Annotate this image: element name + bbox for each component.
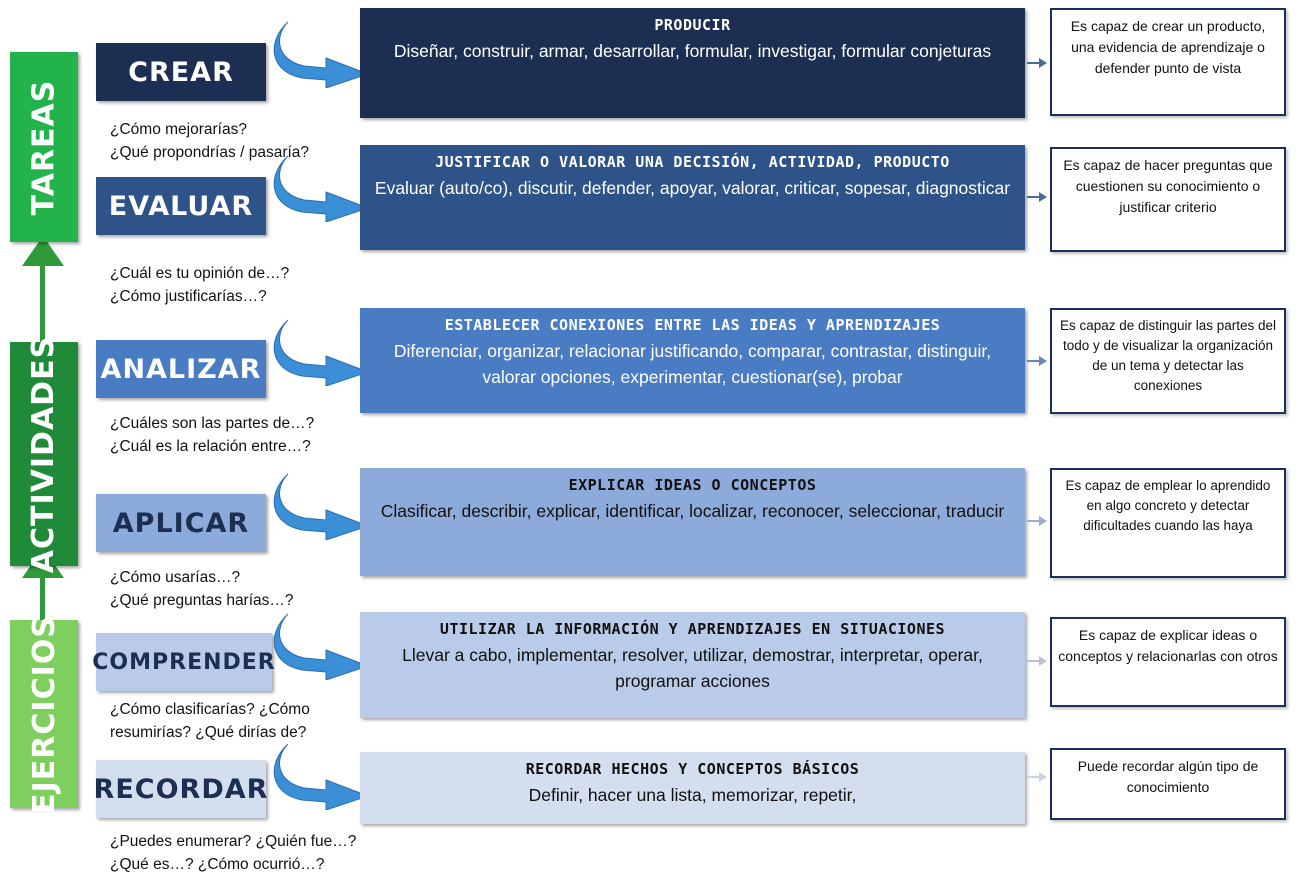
category-actividades: ACTIVIDADES (10, 335, 78, 573)
level-box-crear: PRODUCIR Diseñar, construir, armar, desa… (360, 8, 1025, 118)
level-box-title: ESTABLECER CONEXIONES ENTRE LAS IDEAS Y … (444, 316, 941, 334)
level-box-verbs: Diseñar, construir, armar, desarrollar, … (393, 41, 992, 61)
right-arrow-icon (1027, 356, 1047, 366)
curved-arrow-icon (273, 473, 370, 540)
category-label: TAREAS (26, 79, 62, 215)
level-box-title: RECORDAR HECHOS Y CONCEPTOS BÁSICOS (525, 760, 860, 778)
level-box-analizar: ESTABLECER CONEXIONES ENTRE LAS IDEAS Y … (360, 308, 1025, 413)
outcome-box: Puede recordar algún tipo de conocimient… (1050, 748, 1286, 820)
outcome-box: Es capaz de crear un producto, una evide… (1050, 8, 1286, 116)
level-questions: ¿Cuáles son las partes de…? ¿Cuál es la … (110, 415, 315, 455)
level-box-verbs: Diferenciar, organizar, relacionar justi… (393, 341, 992, 387)
level-box-evaluar: JUSTIFICAR O VALORAR UNA DECISIÓN, ACTIV… (360, 145, 1025, 250)
category-tareas: TAREAS (10, 52, 78, 242)
level-analizar: ANALIZAR (96, 340, 266, 398)
curved-arrow-icon (273, 613, 370, 680)
right-arrow-icon (1027, 192, 1047, 202)
right-arrow-icon (1027, 516, 1047, 526)
curved-arrow-icon (273, 743, 370, 810)
up-arrow-icon (22, 236, 64, 266)
curved-arrow-icon (273, 21, 370, 88)
outcome-box: Es capaz de emplear lo aprendido en algo… (1050, 468, 1286, 578)
level-box-recordar: RECORDAR HECHOS Y CONCEPTOS BÁSICOS Defi… (360, 752, 1025, 824)
level-questions: ¿Cómo usarías…? ¿Qué preguntas harías…? (110, 569, 294, 609)
level-questions: ¿Cómo clasificarías? ¿Cómo resumirías? ¿… (110, 701, 310, 741)
level-box-title: UTILIZAR LA INFORMACIÓN Y APRENDIZAJES E… (439, 620, 946, 638)
category-ejercicios: EJERCICIOS (10, 615, 78, 813)
outcome-box: Es capaz de hacer preguntas que cuestion… (1050, 147, 1286, 252)
level-box-title: EXPLICAR IDEAS O CONCEPTOS (568, 476, 817, 494)
level-box-verbs: Llevar a cabo, implementar, resolver, ut… (402, 645, 983, 691)
outcome-box: Es capaz de explicar ideas o conceptos y… (1050, 617, 1286, 707)
level-questions: ¿Cómo mejorarías? ¿Qué propondrías / pas… (110, 121, 310, 161)
right-arrow-icon (1027, 656, 1047, 666)
level-box-comprender: UTILIZAR LA INFORMACIÓN Y APRENDIZAJES E… (360, 612, 1025, 718)
up-arrow-shaft (40, 565, 45, 625)
level-recordar: RECORDAR (94, 760, 267, 818)
level-aplicar: APLICAR (96, 494, 266, 552)
up-arrow-shaft (40, 255, 45, 355)
curved-arrow-icon (273, 319, 370, 386)
outcome-box: Es capaz de distinguir las partes del to… (1050, 308, 1286, 414)
level-crear: CREAR (96, 43, 266, 101)
level-evaluar: EVALUAR (96, 177, 266, 235)
right-arrow-icon (1027, 772, 1047, 782)
category-label: ACTIVIDADES (26, 335, 62, 573)
level-box-aplicar: EXPLICAR IDEAS O CONCEPTOS Clasificar, d… (360, 468, 1025, 576)
level-box-title: JUSTIFICAR O VALORAR UNA DECISIÓN, ACTIV… (435, 153, 950, 171)
right-arrow-icon (1027, 58, 1047, 68)
level-box-verbs: Definir, hacer una lista, memorizar, rep… (528, 785, 857, 805)
curved-arrow-icon (273, 155, 370, 222)
level-questions: ¿Cuál es tu opinión de…? ¿Cómo justifica… (110, 265, 290, 305)
level-questions: ¿Puedes enumerar? ¿Quién fue…? ¿Qué es…?… (110, 833, 357, 873)
level-box-verbs: Clasificar, describir, explicar, identif… (380, 501, 1005, 521)
level-box-verbs: Evaluar (auto/co), discutir, defender, a… (374, 178, 1011, 198)
category-label: EJERCICIOS (26, 614, 62, 814)
level-comprender: COMPRENDER (92, 633, 275, 691)
level-box-title: PRODUCIR (654, 16, 731, 34)
